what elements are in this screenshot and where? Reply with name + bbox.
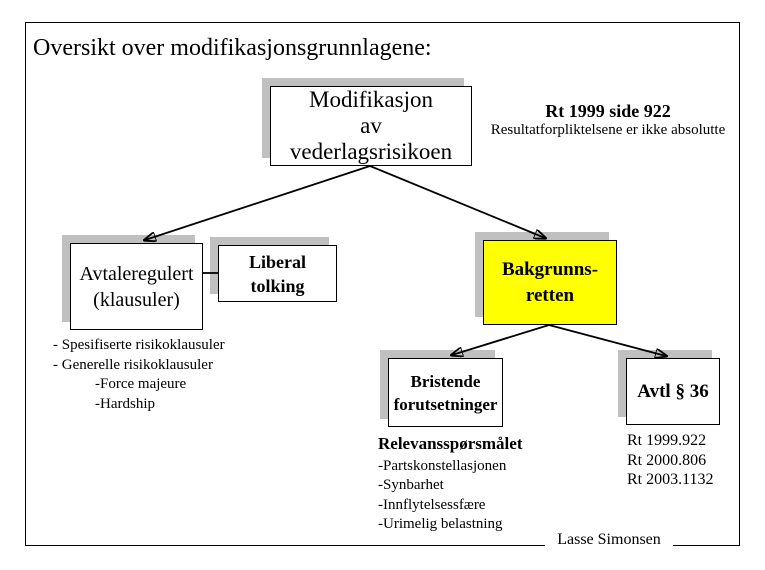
list-item: Rt 2003.1132: [627, 471, 714, 488]
list-item: -Partskonstellasjonen: [378, 458, 507, 474]
node-text-line: forutsetninger: [393, 394, 498, 414]
annotation-rt1999-body: Resultatforpliktelsene er ikke absolutte: [490, 122, 726, 138]
list-item: -Innflytelsessfære: [378, 496, 486, 513]
node-text-line: Modifikasjon: [309, 87, 433, 112]
rt-cases-list: Rt 1999.922 Rt 2000.806 Rt 2003.1132: [627, 431, 714, 490]
relevans-block: Relevansspørsmålet -Partskonstellasjonen…: [378, 434, 522, 535]
list-item: -Force majeure: [95, 376, 187, 392]
relevans-heading: Relevansspørsmålet: [378, 434, 523, 453]
klausul-list: - Spesifiserte risikoklausuler - Generel…: [53, 336, 225, 414]
node-text-line: av: [360, 113, 382, 138]
node-text-line: Liberal: [249, 251, 306, 272]
list-item: - Spesifiserte risikoklausuler: [53, 337, 225, 353]
slide-title: Oversikt over modifikasjonsgrunnlagene:: [33, 35, 432, 61]
node-text-line: Avtl § 36: [637, 380, 709, 402]
node-text-line: Avtaleregulert: [79, 262, 194, 285]
list-item: Rt 2000.806: [627, 451, 707, 469]
node-bakgrunnsretten: Bakgrunns- retten: [483, 240, 617, 325]
node-text-line: (klausuler): [93, 288, 180, 311]
node-avtaleregulert: Avtaleregulert (klausuler): [70, 243, 203, 330]
node-avtl-36: Avtl § 36: [626, 358, 720, 425]
list-item: Rt 1999.922: [627, 432, 707, 449]
list-item: - Generelle risikoklausuler: [53, 356, 213, 373]
list-item: -Hardship: [95, 395, 155, 412]
node-text-line: retten: [525, 284, 575, 306]
slide-border-frame: [25, 22, 740, 546]
node-text-line: vederlagsrisikoen: [289, 139, 453, 164]
list-item: -Synbarhet: [378, 477, 444, 494]
node-liberal-tolking: Liberal tolking: [218, 245, 337, 302]
node-text-line: Bakgrunns-: [501, 258, 599, 280]
node-text-line: Bristende: [410, 371, 481, 391]
list-item: -Urimelig belastning: [378, 516, 503, 533]
node-bristende-forutsetninger: Bristende forutsetninger: [388, 358, 503, 427]
node-modifikasjon-av-vederlagsrisikoen: Modifikasjon av vederlagsrisikoen: [270, 86, 472, 166]
annotation-rt1999: Rt 1999 side 922 Resultatforpliktelsene …: [477, 101, 739, 139]
annotation-rt1999-heading: Rt 1999 side 922: [545, 101, 671, 121]
footer-author: Lasse Simonsen: [545, 531, 673, 549]
node-text-line: tolking: [250, 275, 305, 296]
